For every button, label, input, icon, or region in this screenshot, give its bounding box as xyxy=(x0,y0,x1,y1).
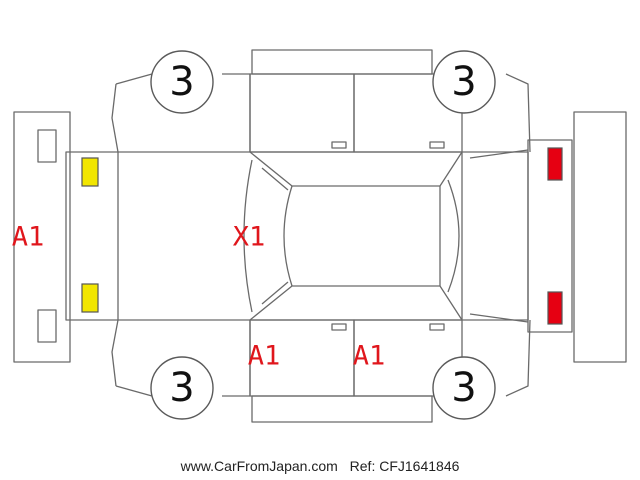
damage-code-hood: X1 xyxy=(233,222,266,253)
taillight-top-lamp xyxy=(547,147,563,181)
rear-right-wheel: 3 xyxy=(432,356,496,420)
damage-code-front-bumper: A1 xyxy=(12,222,45,253)
footer-reference: Ref: CFJ1641846 xyxy=(349,458,460,474)
front-bumper xyxy=(13,111,71,363)
rear-bumper xyxy=(573,111,627,363)
headlight-bottom-lamp xyxy=(81,283,99,313)
rear-left-wheel: 3 xyxy=(432,50,496,114)
rear-right-tire-condition: 3 xyxy=(451,365,476,411)
front-left-wheel: 3 xyxy=(150,50,214,114)
front-right-wheel: 3 xyxy=(150,356,214,420)
taillight-bottom-lamp xyxy=(547,291,563,325)
front-left-tire-condition: 3 xyxy=(169,59,194,105)
headlight-top-lamp xyxy=(81,157,99,187)
car-body xyxy=(65,139,573,333)
damage-code-front-right-door: A1 xyxy=(248,341,281,372)
footer-watermark: www.CarFromJapan.com Ref: CFJ1641846 xyxy=(0,458,640,474)
roof xyxy=(243,149,529,323)
rear-left-tire-condition: 3 xyxy=(451,59,476,105)
footer-site: www.CarFromJapan.com xyxy=(180,458,338,474)
damage-code-rear-right-door: A1 xyxy=(353,341,386,372)
front-right-tire-condition: 3 xyxy=(169,365,194,411)
right-side xyxy=(111,319,531,423)
